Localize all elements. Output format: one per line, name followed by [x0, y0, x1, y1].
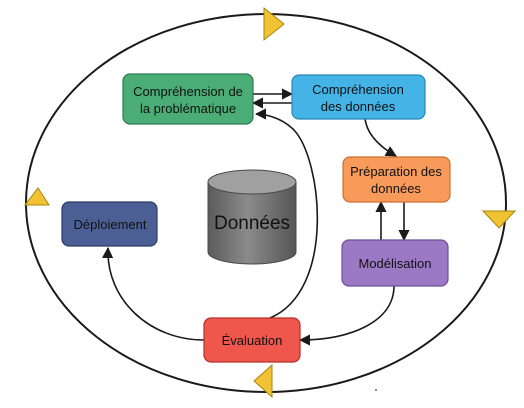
- edge-modeling-to-evaluation: [298, 285, 395, 346]
- node-modeling: Modélisation: [341, 239, 449, 287]
- node-data-preparation: Préparation des données: [342, 156, 451, 203]
- cycle-arrowhead-left: [23, 187, 50, 206]
- node-modeling-line1: Modélisation: [359, 256, 432, 271]
- node-evaluation-line1: Évaluation: [222, 333, 283, 348]
- node-business-understanding-line2: la problématique: [140, 101, 236, 116]
- edge-data-to-preparation: [364, 118, 397, 157]
- node-deployment: Déploiement: [61, 201, 158, 247]
- stray-dot: [375, 389, 377, 391]
- database-cylinder-icon: Données: [207, 169, 297, 265]
- cycle-arrowhead-right: [481, 210, 517, 229]
- node-evaluation: Évaluation: [203, 317, 301, 363]
- node-data-understanding: Compréhension des données: [291, 74, 426, 120]
- node-data-understanding-line1: Compréhension: [312, 82, 404, 97]
- node-business-understanding: Compréhension de la problématique: [122, 73, 254, 125]
- cycle-arrowhead-top: [263, 6, 285, 42]
- cycle-arrowhead-bottom: [253, 363, 273, 399]
- edge-evaluation-to-deployment: [102, 246, 205, 341]
- node-data-understanding-line2: des données: [321, 99, 396, 114]
- node-business-understanding-line1: Compréhension de: [133, 84, 243, 99]
- node-data-preparation-line1: Préparation des: [350, 164, 442, 179]
- edge-evaluation-to-business: [254, 108, 319, 319]
- node-deployment-line1: Déploiement: [74, 217, 147, 232]
- database-label: Données: [214, 213, 290, 234]
- node-data-preparation-line2: données: [371, 181, 421, 196]
